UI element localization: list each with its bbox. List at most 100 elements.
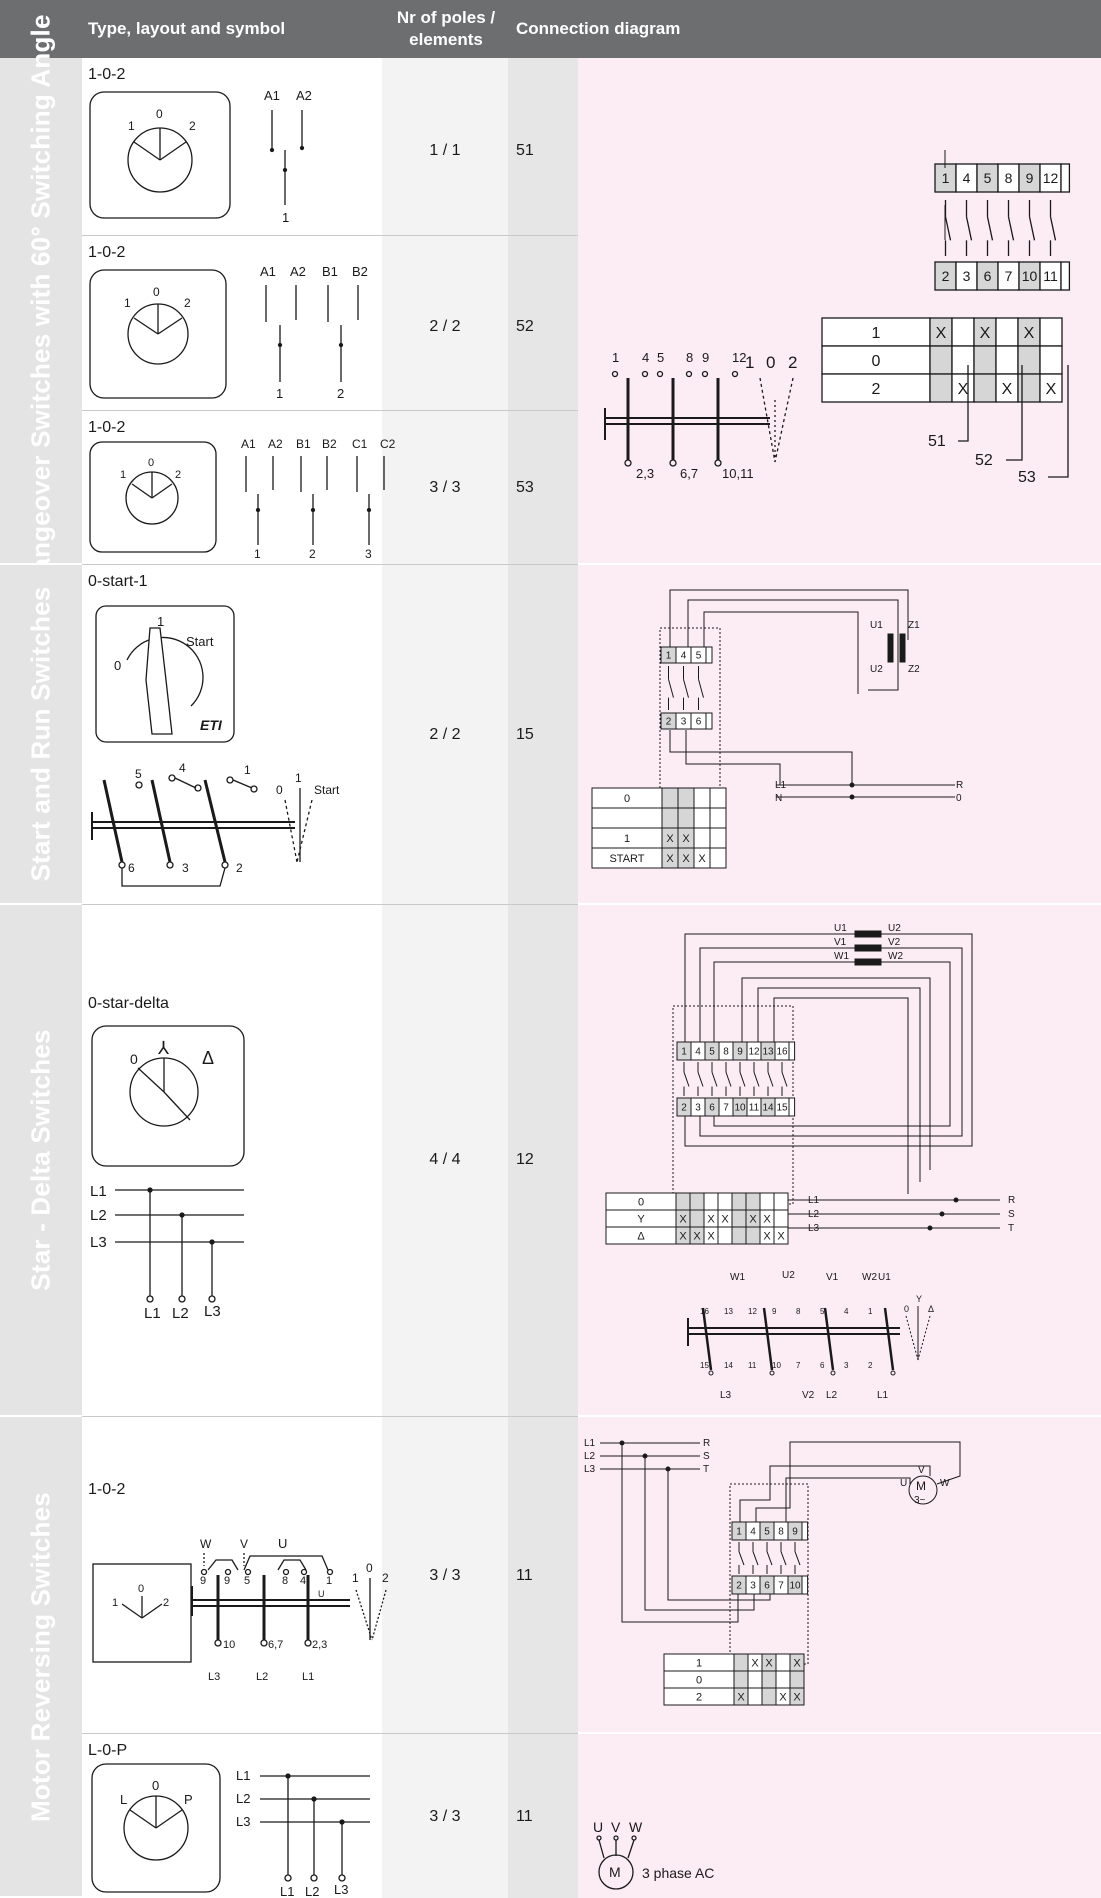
svg-text:3 phase AC: 3 phase AC <box>642 1865 714 1881</box>
terminal-label: 9 <box>792 1527 798 1538</box>
cam-cell <box>709 807 727 829</box>
svg-text:1: 1 <box>244 763 251 777</box>
svg-text:V2: V2 <box>802 1390 815 1401</box>
cam-cell <box>789 1687 805 1706</box>
header-connection-diagram: Connection diagram <box>516 19 681 38</box>
terminal-label: 7 <box>778 1581 784 1592</box>
svg-text:A2: A2 <box>290 264 306 279</box>
contact-point <box>244 1568 252 1576</box>
terminal-label: 2 <box>666 717 672 728</box>
svg-text:L2: L2 <box>236 1791 250 1806</box>
poles-value: 4 / 4 <box>429 1151 461 1168</box>
contact-label: 6 <box>820 1361 825 1370</box>
svg-text:L1: L1 <box>90 1183 107 1200</box>
type-title: L-0-P <box>88 1742 128 1759</box>
group-star-delta: Star - Delta Switches <box>0 905 82 1417</box>
cam-pos-label: Y <box>637 1213 645 1225</box>
svg-text:0: 0 <box>148 457 154 469</box>
svg-text:6: 6 <box>128 861 135 875</box>
cam-mark: X <box>765 1657 773 1669</box>
contact-label: 1 <box>326 1575 332 1587</box>
svg-text:U: U <box>593 1819 603 1835</box>
svg-text:B1: B1 <box>296 437 311 451</box>
group-changeover: Changeover Switches with 60° Switching A… <box>0 14 82 607</box>
cam-mark: X <box>679 1213 687 1225</box>
contact-label: 4 <box>642 350 649 365</box>
diagram-code: 11 <box>516 1808 533 1825</box>
svg-text:B2: B2 <box>352 264 368 279</box>
diagram-code: 12 <box>516 1151 534 1168</box>
cam-cell <box>745 1226 761 1245</box>
contact-symbol-row1: A1 A2 1 <box>264 88 312 225</box>
cam-cell <box>661 787 679 809</box>
delta-icon: Δ <box>202 1048 214 1068</box>
svg-text:2: 2 <box>382 1571 389 1585</box>
star-delta-dial-icon: 0 ⅄ Δ <box>91 1025 245 1167</box>
row-2-code: 52 <box>508 236 578 411</box>
cam-cell <box>995 317 1019 347</box>
terminal-label: 1 <box>681 1047 687 1058</box>
svg-text:2: 2 <box>788 353 797 372</box>
contact-symbol-row2: A1 A2 B1 B2 1 2 <box>260 264 368 401</box>
cam-cell <box>717 1226 733 1245</box>
svg-text:53: 53 <box>1018 469 1036 486</box>
contact-label: 10 <box>772 1361 781 1370</box>
contact-label: 13 <box>724 1307 733 1316</box>
diagram-code: 15 <box>516 726 534 743</box>
cam-cell <box>747 1670 763 1689</box>
cam-cell <box>761 1670 777 1689</box>
contact-label: 12 <box>748 1307 757 1316</box>
svg-text:L2: L2 <box>256 1671 268 1683</box>
row-4-type: 0-start-1 <box>82 565 382 905</box>
terminal-label: 5 <box>709 1047 715 1058</box>
svg-text:Y: Y <box>916 1294 922 1304</box>
terminal-label: 6 <box>709 1103 715 1114</box>
cam-mark: X <box>779 1691 787 1703</box>
svg-text:U1: U1 <box>834 923 847 934</box>
svg-text:U: U <box>278 1536 287 1551</box>
svg-text:R: R <box>703 1438 710 1449</box>
cam-pos-label: 0 <box>638 1196 644 1208</box>
terminal-label: 2 <box>942 268 950 284</box>
cam-pos-label: 1 <box>696 1657 702 1669</box>
cam-cell <box>689 1209 705 1228</box>
svg-text:4: 4 <box>179 761 186 775</box>
pos-label: 0 <box>156 107 163 121</box>
cam-cell <box>1017 373 1041 403</box>
terminal-label: 4 <box>681 651 687 662</box>
terminal-label: 10 <box>789 1581 801 1592</box>
row-5-poles: 4 / 4 <box>382 905 508 1417</box>
cam-mark: X <box>666 833 674 845</box>
terminal-label: 5 <box>696 651 702 662</box>
cam-cell <box>745 1192 761 1211</box>
svg-text:W1: W1 <box>834 951 849 962</box>
terminal-label: 6 <box>696 717 702 728</box>
type-title: 1-0-2 <box>88 244 126 261</box>
svg-text:Δ: Δ <box>928 1304 934 1314</box>
cam-mark: X <box>936 325 947 342</box>
terminal-label: 4 <box>695 1047 701 1058</box>
contact-point <box>300 1568 308 1576</box>
diagram-code: 52 <box>516 318 534 335</box>
cam-cell <box>693 807 711 829</box>
cam-cell <box>775 1653 791 1672</box>
row-6-type: 1-0-2 <box>82 1417 382 1734</box>
cam-cell <box>773 1192 789 1211</box>
svg-text:W: W <box>200 1537 212 1551</box>
table-header: Type, layout and symbol Nr of poles /ele… <box>0 0 1101 58</box>
svg-text:1: 1 <box>276 386 283 401</box>
terminal-label: 5 <box>984 170 992 186</box>
cam-cell <box>689 1192 705 1211</box>
diagram-code: 11 <box>516 1567 533 1584</box>
terminal-label: 1 <box>942 170 950 186</box>
diagram-area-lop <box>578 1734 1101 1898</box>
cam-mark: X <box>693 1230 701 1242</box>
svg-text:U2: U2 <box>782 1270 795 1281</box>
start-run-schematic: 6 3 2 5 4 1 0 1 Start <box>91 761 340 887</box>
cam-cell <box>675 1192 691 1211</box>
cam-cell <box>693 827 711 849</box>
terminal-label: 5 <box>764 1527 770 1538</box>
group-start-run: Start and Run Switches <box>0 565 82 905</box>
row-1-poles: 1 / 1 <box>382 58 508 236</box>
cam-cell <box>995 345 1019 375</box>
